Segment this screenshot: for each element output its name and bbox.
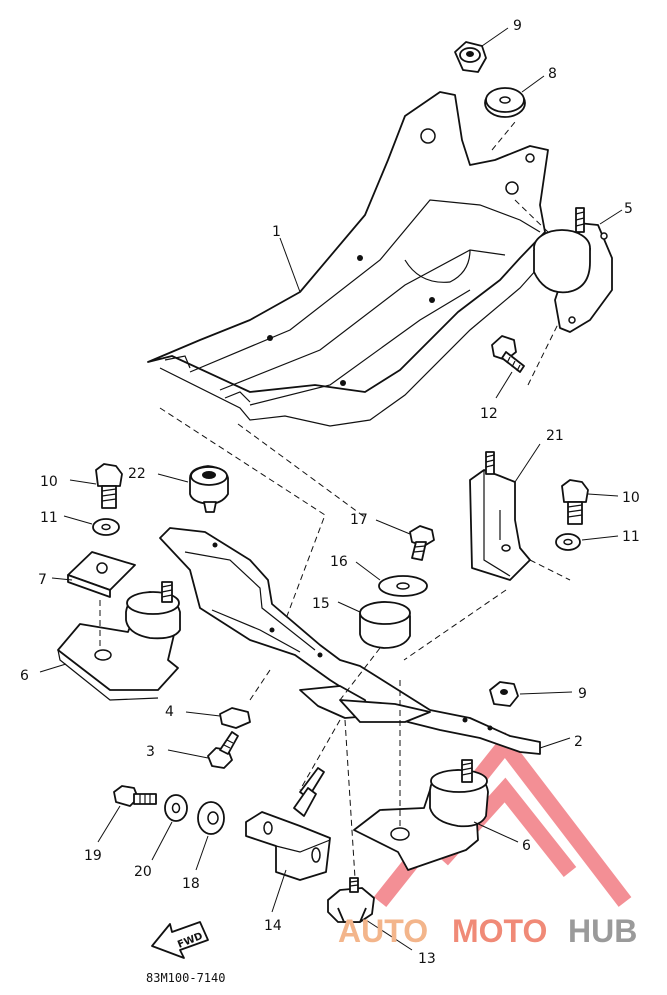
nut-part-9-right xyxy=(489,681,519,707)
watermark-moto: MOTO xyxy=(452,913,547,949)
callout-22: 22 xyxy=(128,466,146,482)
bolt-part-3 xyxy=(207,731,239,769)
callout-20: 20 xyxy=(134,864,152,880)
nut-part-4 xyxy=(219,707,251,729)
plate-part-7 xyxy=(67,551,136,598)
callout-4: 4 xyxy=(165,704,174,720)
callout-12: 12 xyxy=(480,406,498,422)
callout-18: 18 xyxy=(182,876,200,892)
drawing-code: 83M100-7140 xyxy=(146,971,225,985)
callout-10-right: 10 xyxy=(622,490,640,506)
bolt-part-19 xyxy=(113,785,157,807)
washer-part-8 xyxy=(484,87,526,118)
watermark-hub: HUB xyxy=(568,913,637,949)
bolt-part-10-left xyxy=(95,463,123,509)
washer-part-11-right xyxy=(555,533,581,551)
washer-part-16 xyxy=(378,575,428,597)
rubber-block-part-15 xyxy=(359,601,411,649)
nut-part-9-top xyxy=(454,41,487,73)
callout-6-left: 6 xyxy=(20,668,29,684)
damper-part-13 xyxy=(327,877,375,923)
bracket-part-21 xyxy=(469,451,531,581)
callout-13: 13 xyxy=(418,951,436,967)
bolt-part-17 xyxy=(409,525,435,561)
washer-part-20 xyxy=(164,794,188,822)
callout-11-left: 11 xyxy=(40,510,58,526)
callout-19: 19 xyxy=(84,848,102,864)
callout-7: 7 xyxy=(38,572,47,588)
bolt-part-12 xyxy=(491,335,525,373)
bushing-part-22 xyxy=(189,465,229,513)
callout-5: 5 xyxy=(624,201,633,217)
callout-11-right: 11 xyxy=(622,529,640,545)
callout-16: 16 xyxy=(330,554,348,570)
frame-bracket-part-2 xyxy=(159,527,541,755)
callout-17: 17 xyxy=(350,512,368,528)
callout-14: 14 xyxy=(264,918,282,934)
callout-10-left: 10 xyxy=(40,474,58,490)
washer-part-11-left xyxy=(92,518,120,536)
callout-8: 8 xyxy=(548,66,557,82)
callout-9-right: 9 xyxy=(578,686,587,702)
callout-1: 1 xyxy=(272,224,281,240)
callout-labels: 9 8 5 1 12 10 22 11 7 6 17 16 15 21 10 1… xyxy=(20,18,640,967)
leader-lines xyxy=(39,27,623,951)
washer-part-18 xyxy=(197,801,225,835)
callout-21: 21 xyxy=(546,428,564,444)
callout-3: 3 xyxy=(146,744,155,760)
callout-15: 15 xyxy=(312,596,330,612)
mount-part-6-right xyxy=(353,759,489,871)
watermark-auto: AUTO xyxy=(338,913,428,949)
skid-plate-part-1 xyxy=(147,91,549,427)
engine-mount-part-5 xyxy=(533,207,613,333)
callout-2: 2 xyxy=(574,734,583,750)
bolt-part-10-right xyxy=(561,479,589,525)
forward-direction-arrow: FWD xyxy=(151,921,209,959)
mount-part-6-left xyxy=(57,581,181,701)
stay-part-14 xyxy=(245,767,331,881)
watermark-text: AUTO MOTO HUB xyxy=(338,913,637,949)
callout-6-right: 6 xyxy=(522,838,531,854)
callout-9-top: 9 xyxy=(513,18,522,34)
